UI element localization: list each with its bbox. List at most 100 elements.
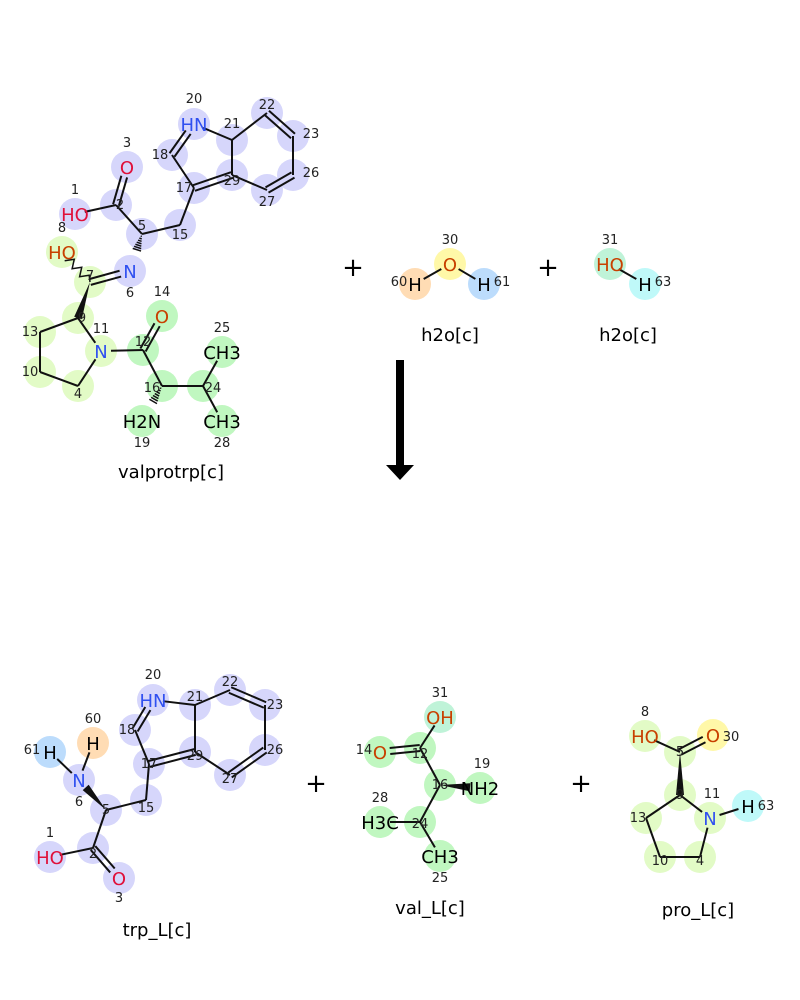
- atom-number: 27: [259, 195, 276, 210]
- atom-number: 16: [432, 778, 449, 793]
- atom-symbol: H3C: [361, 813, 399, 834]
- atom-number: 22: [259, 98, 276, 113]
- atom-number: 31: [432, 686, 449, 701]
- atom-highlight: [59, 198, 91, 230]
- atom-number: 12: [412, 747, 429, 762]
- bond: [94, 845, 116, 870]
- atom-number: 60: [85, 712, 102, 727]
- atom-highlight: [85, 335, 117, 367]
- atom-number: 23: [303, 127, 320, 142]
- hash-bond: [132, 247, 142, 252]
- atom-highlight: [34, 841, 66, 873]
- reaction-arrow: [386, 360, 414, 480]
- plus-sign: +: [537, 253, 559, 283]
- bond: [194, 689, 231, 706]
- atom-highlight: [424, 701, 456, 733]
- plus-sign: +: [342, 253, 364, 283]
- atom-symbol: O: [112, 869, 126, 890]
- atom-highlight: [468, 268, 500, 300]
- bond: [679, 794, 703, 813]
- hash-bond: [139, 237, 142, 240]
- atom-number: 3: [115, 891, 123, 906]
- atom-number: 2: [89, 847, 97, 862]
- atom-number: 20: [145, 668, 162, 683]
- bond: [680, 741, 706, 756]
- atom-number: 8: [641, 705, 649, 720]
- hash-bond: [154, 392, 160, 397]
- atom-symbol: N: [703, 809, 716, 830]
- bond: [192, 171, 232, 187]
- atom-symbol: HO: [61, 205, 89, 226]
- atom-number: 4: [696, 854, 704, 869]
- atom-number: 9: [78, 311, 86, 326]
- atom-number: 21: [224, 117, 241, 132]
- atom-symbol: O: [443, 255, 457, 276]
- bond: [231, 751, 268, 779]
- bond: [202, 385, 219, 413]
- atom-highlight: [206, 405, 238, 437]
- atom-number: 4: [74, 387, 82, 402]
- atom-number: 19: [474, 757, 491, 772]
- bond: [168, 129, 187, 154]
- bond: [90, 275, 122, 286]
- atom-number: 6: [126, 286, 134, 301]
- atom-number: 23: [267, 698, 284, 713]
- atom-number: 1: [71, 183, 79, 198]
- atom-symbol: H2N: [123, 412, 161, 433]
- bond: [458, 268, 476, 280]
- atom-symbol: HN: [181, 115, 208, 136]
- bond: [390, 749, 421, 755]
- bond: [227, 746, 264, 774]
- bond: [267, 176, 295, 194]
- atom-highlight: [364, 736, 396, 768]
- bond: [142, 349, 163, 387]
- molecule-name: h2o[c]: [421, 325, 479, 346]
- bond: [653, 739, 681, 753]
- atom-symbol: H: [477, 275, 491, 296]
- bond: [117, 177, 129, 207]
- atom-number: 27: [222, 772, 239, 787]
- atom-number: 14: [154, 285, 171, 300]
- bond: [110, 349, 144, 352]
- atom-number: 5: [676, 745, 684, 760]
- atom-highlight: [694, 802, 726, 834]
- hash-bond: [156, 391, 161, 395]
- bond: [141, 224, 181, 235]
- atom-number: 29: [224, 174, 241, 189]
- wedge-bond: [676, 752, 684, 795]
- atom-number: 20: [186, 92, 203, 107]
- atom-number: 22: [222, 675, 239, 690]
- bond: [144, 325, 161, 352]
- atom-symbol: O: [706, 726, 720, 747]
- atom-number: 25: [214, 321, 231, 336]
- bond: [699, 827, 709, 858]
- atom-number: 11: [704, 787, 721, 802]
- atom-symbol: H: [43, 743, 57, 764]
- hash-bond: [136, 241, 142, 245]
- atom-highlight: [434, 248, 466, 280]
- bond: [112, 175, 123, 205]
- atom-number: 5: [138, 219, 146, 234]
- bond: [419, 747, 441, 786]
- bond: [645, 817, 661, 858]
- atom-number: 3: [123, 136, 131, 151]
- atom-highlight: [594, 248, 626, 280]
- bond: [136, 709, 152, 733]
- bond: [678, 736, 704, 751]
- atom-number: 2: [116, 198, 124, 213]
- bond: [39, 371, 79, 387]
- bond: [88, 269, 120, 281]
- bond: [162, 700, 196, 706]
- atom-highlight: [77, 727, 109, 759]
- hash-bond: [158, 389, 161, 392]
- atom-symbol: H: [86, 734, 100, 755]
- atom-number: 13: [630, 811, 647, 826]
- molecule-name: h2o[c]: [599, 325, 657, 346]
- atom-symbol: HN: [140, 691, 167, 712]
- atom-number: 63: [655, 275, 672, 290]
- hash-bond: [152, 394, 159, 400]
- atom-number: 29: [187, 749, 204, 764]
- bond: [264, 114, 292, 139]
- atom-symbol: H: [408, 275, 422, 296]
